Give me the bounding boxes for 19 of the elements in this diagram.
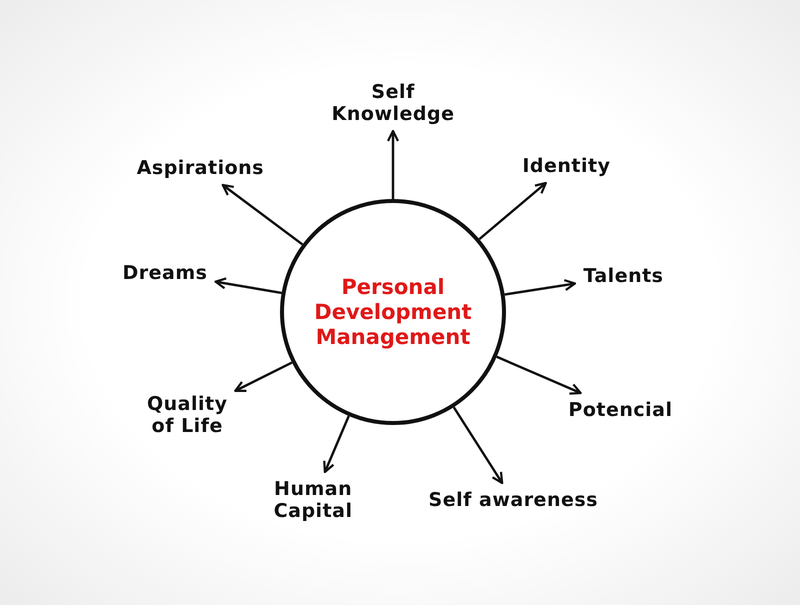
topic-label: Aspirations [134,157,266,179]
arrow [478,182,547,240]
topic-label: Self Knowledge [330,81,457,125]
central-topic: Personal Development Management [313,274,473,350]
arrow [496,356,582,395]
arrow [386,130,400,199]
topic-label: Potencial [566,399,675,421]
arrow [452,406,504,484]
arrow [222,184,304,246]
arrow [504,279,576,296]
arrow [323,416,350,474]
topic-label: Quality of Life [144,393,230,437]
topic-label: Talents [580,265,666,287]
topic-label: Dreams [120,262,210,284]
topic-label: Self awareness [426,489,600,511]
topic-label: Human Capital [272,478,355,522]
arrow [234,361,292,392]
topic-label: Identity [520,155,613,177]
arrow [214,277,282,294]
